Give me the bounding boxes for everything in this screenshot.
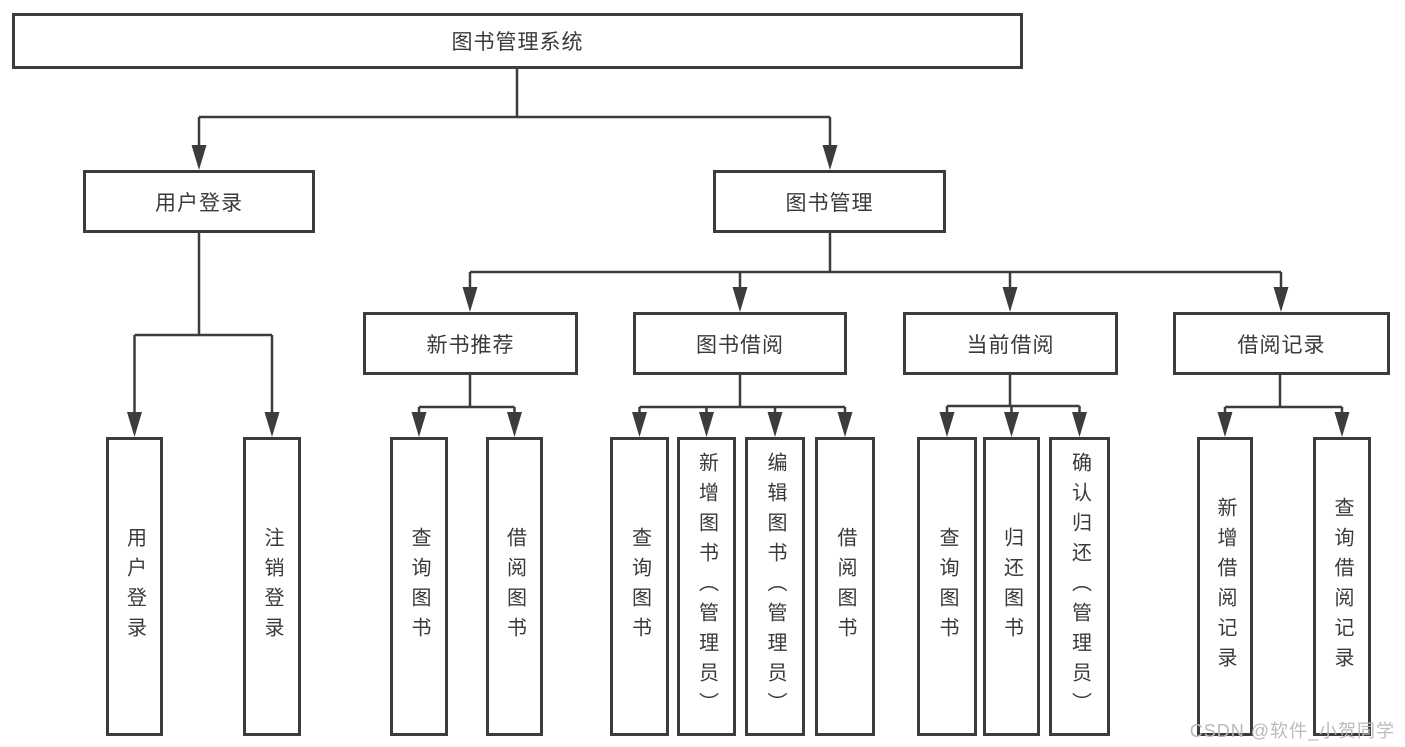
leaf-label: 查询图书 [628,526,651,647]
leaf-label: 确认归还（管理员） [1068,451,1091,722]
leaf-add-books-admin: 新增图书（管理员） [677,437,736,736]
leaf-label: 用户登录 [123,526,146,647]
leaf-label: 查询借阅记录 [1331,496,1353,677]
leaf-borrow-books-borrowing: 借阅图书 [815,437,875,736]
leaf-add-borrow-record: 新增借阅记录 [1197,437,1253,736]
csdn-watermark: CSDN @软件_小贺同学 [1189,721,1395,741]
node-book-borrowing: 图书借阅 [633,312,847,375]
leaf-label: 新增图书（管理员） [695,451,718,722]
leaf-return-books: 归还图书 [983,437,1040,736]
leaf-query-books-current: 查询图书 [917,437,977,736]
leaf-label: 查询图书 [408,526,430,647]
leaf-label: 归还图书 [1000,526,1023,647]
leaf-label: 查询图书 [936,526,958,647]
leaf-borrow-books-recommend: 借阅图书 [486,437,543,736]
node-current-borrowing: 当前借阅 [903,312,1118,375]
node-book-management: 图书管理 [713,170,946,233]
node-user-login: 用户登录 [83,170,315,233]
leaf-query-borrow-record: 查询借阅记录 [1313,437,1371,736]
leaf-user-login: 用户登录 [106,437,163,736]
leaf-confirm-return-admin: 确认归还（管理员） [1049,437,1110,736]
leaf-label: 新增借阅记录 [1214,496,1236,677]
leaf-label: 借阅图书 [503,526,526,647]
leaf-query-books-recommend: 查询图书 [390,437,448,736]
leaf-label: 借阅图书 [834,526,856,647]
node-borrowing-records: 借阅记录 [1173,312,1390,375]
leaf-label: 编辑图书（管理员） [764,451,786,722]
leaf-query-books-borrowing: 查询图书 [610,437,669,736]
node-new-book-recommendation: 新书推荐 [363,312,578,375]
leaf-logout: 注销登录 [243,437,301,736]
leaf-label: 注销登录 [261,526,283,647]
leaf-edit-books-admin: 编辑图书（管理员） [745,437,805,736]
arrowheads [127,145,1350,437]
node-root: 图书管理系统 [12,13,1023,69]
